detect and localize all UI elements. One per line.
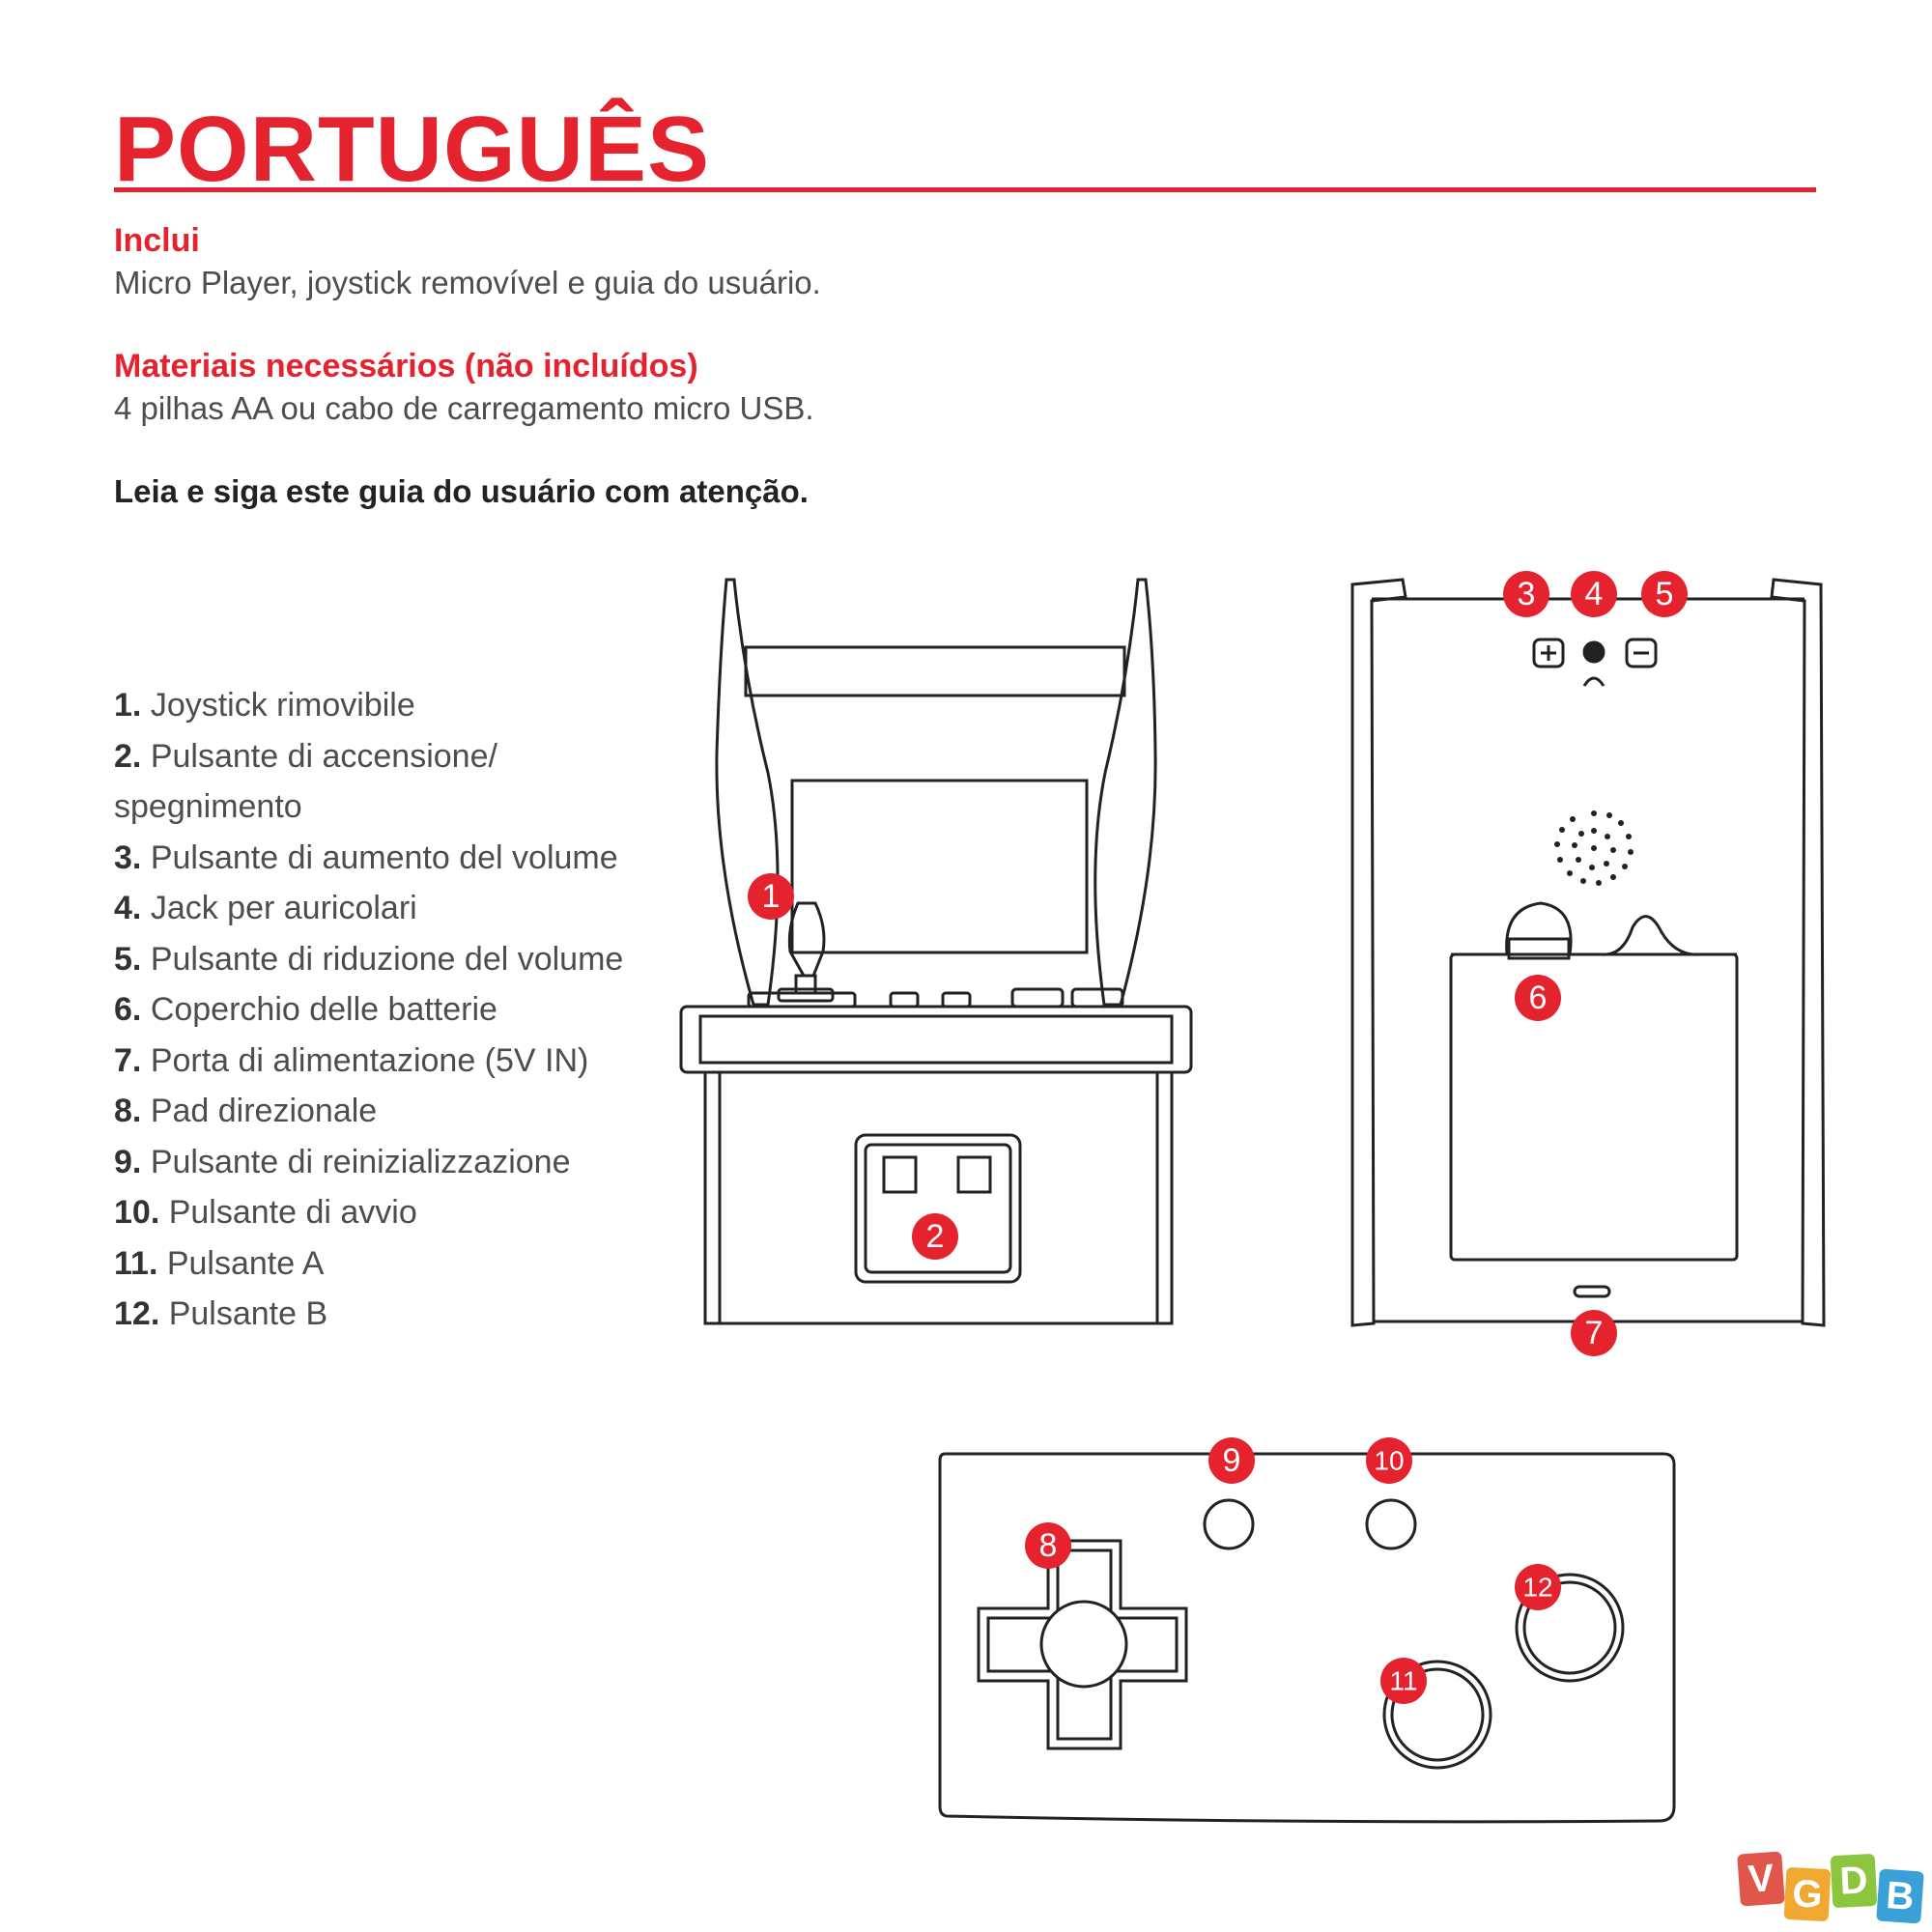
arcade-cabinet-front (679, 578, 1193, 1325)
svg-text:2: 2 (926, 1218, 945, 1255)
callout-12: 12 (1515, 1564, 1561, 1610)
svg-text:11: 11 (1389, 1666, 1417, 1696)
svg-text:4: 4 (1585, 576, 1604, 612)
vgdb-watermark-logo: V G D B (1735, 1851, 1928, 1930)
dpad-icon (977, 1539, 1188, 1750)
list-item: 3. Pulsante di aumento del volume (114, 838, 618, 876)
speaker-grille-icon (1554, 810, 1634, 886)
svg-text:3: 3 (1518, 576, 1536, 612)
instruction-note: Leia e siga este guia do usuário com ate… (114, 473, 809, 509)
list-item: 9. Pulsante di reinizializzazione (114, 1143, 571, 1180)
materials-heading: Materiais necessários (não incluídos) (114, 348, 698, 384)
list-item: 11. Pulsante A (114, 1244, 325, 1282)
callout-7: 7 (1571, 1310, 1617, 1356)
callout-10: 10 (1366, 1437, 1412, 1484)
callout-5: 5 (1641, 571, 1688, 617)
arcade-cabinet-back (1350, 578, 1826, 1327)
includes-heading: Inclui (114, 222, 200, 259)
svg-text:9: 9 (1223, 1442, 1241, 1479)
list-item: 2. Pulsante di accensione/ spegnimento (114, 737, 497, 826)
headphone-jack-icon (1582, 640, 1605, 664)
list-item: 10. Pulsante di avvio (114, 1194, 417, 1231)
materials-text: 4 pilhas AA ou cabo de carregamento micr… (114, 390, 814, 426)
svg-text:5: 5 (1656, 576, 1674, 612)
svg-text:6: 6 (1529, 980, 1548, 1016)
list-item: 12. Pulsante B (114, 1295, 328, 1332)
a-button-icon (1382, 1660, 1492, 1770)
b-button-icon (1515, 1573, 1625, 1683)
list-item: 6. Coperchio delle batterie (114, 991, 497, 1028)
svg-text:1: 1 (762, 878, 781, 915)
callout-11: 11 (1380, 1658, 1427, 1704)
svg-text:10: 10 (1374, 1446, 1404, 1476)
includes-text: Micro Player, joystick removível e guia … (114, 265, 821, 300)
title-rule (114, 187, 1816, 192)
control-panel (938, 1452, 1676, 1824)
list-item: 1. Joystick rimovibile (114, 687, 415, 724)
reset-button-icon (1203, 1498, 1255, 1550)
svg-text:8: 8 (1039, 1527, 1058, 1564)
svg-text:7: 7 (1585, 1315, 1604, 1351)
callout-2: 2 (912, 1213, 958, 1260)
joystick-icon (777, 901, 835, 1003)
list-item: 4. Jack per auricolari (114, 890, 417, 926)
list-item: 7. Porta di alimentazione (5V IN) (114, 1041, 589, 1079)
callout-4: 4 (1571, 571, 1617, 617)
callout-6: 6 (1515, 975, 1561, 1021)
list-item: 8. Pad direzionale (114, 1093, 378, 1129)
parts-list: 1. Joystick rimovibile 2. Pulsante di ac… (114, 680, 655, 1340)
list-item: 5. Pulsante di riduzione del volume (114, 940, 624, 978)
callout-9: 9 (1208, 1437, 1255, 1484)
callout-3: 3 (1503, 571, 1549, 617)
callout-1: 1 (748, 873, 794, 920)
svg-text:12: 12 (1522, 1573, 1552, 1603)
start-button-icon (1365, 1498, 1417, 1550)
callout-8: 8 (1025, 1522, 1071, 1569)
page-title: PORTUGUÊS (114, 98, 711, 201)
